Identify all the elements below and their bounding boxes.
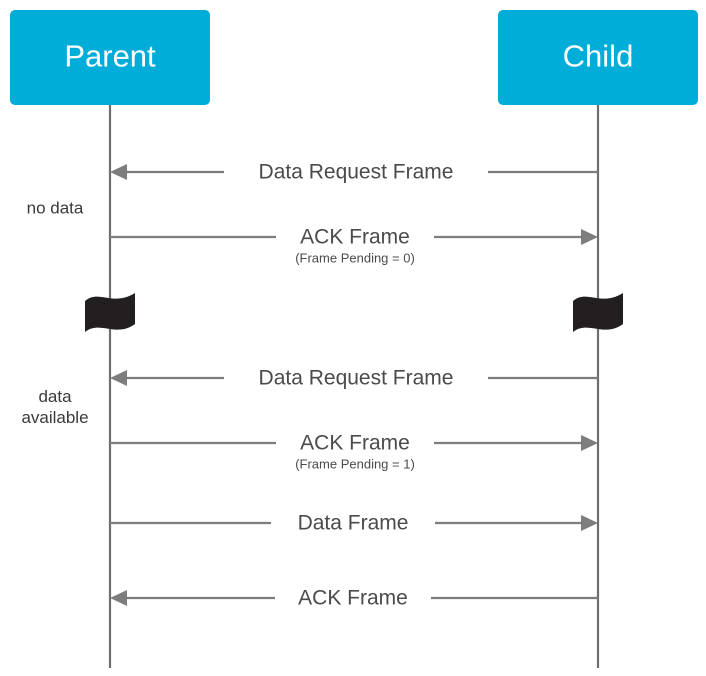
- message-label: ACK Frame: [300, 432, 410, 455]
- lifelines-group: [108, 105, 600, 668]
- actor-box-parent[interactable]: [10, 10, 210, 105]
- message-sublabel: (Frame Pending = 0): [295, 250, 415, 265]
- message-label: Data Request Frame: [259, 161, 454, 184]
- break-flag-icon: [573, 293, 623, 332]
- arrow-head-right-icon: [581, 229, 598, 245]
- message-label: ACK Frame: [298, 587, 408, 610]
- message-msg-6[interactable]: ACK Frame: [110, 587, 598, 610]
- arrow-head-left-icon: [110, 370, 127, 386]
- actor-child[interactable]: Child: [498, 10, 698, 105]
- arrow-head-left-icon: [110, 590, 127, 606]
- actor-label-parent: Parent: [64, 39, 156, 74]
- arrow-head-right-icon: [581, 515, 598, 531]
- arrow-head-left-icon: [110, 164, 127, 180]
- message-msg-1[interactable]: Data Request Frame: [110, 161, 598, 184]
- message-label: Data Request Frame: [259, 367, 454, 390]
- actor-box-child[interactable]: [498, 10, 698, 105]
- break-flag-icon: [85, 293, 135, 332]
- side-note-line: available: [21, 408, 88, 427]
- actor-label-child: Child: [563, 39, 634, 74]
- side-note-line: data: [38, 387, 72, 406]
- message-label: Data Frame: [298, 512, 409, 535]
- message-msg-4[interactable]: ACK Frame(Frame Pending = 1): [110, 432, 598, 472]
- side-notes-group: no data data available: [21, 198, 88, 427]
- message-msg-5[interactable]: Data Frame: [110, 512, 598, 535]
- note-data-available: data available: [21, 387, 88, 427]
- side-note-line: no data: [27, 198, 84, 217]
- message-msg-2[interactable]: ACK Frame(Frame Pending = 0): [110, 226, 598, 266]
- break-symbols-group: [85, 293, 623, 332]
- note-no-data: no data: [27, 198, 84, 217]
- actor-parent[interactable]: Parent: [10, 10, 210, 105]
- message-label: ACK Frame: [300, 226, 410, 249]
- message-sublabel: (Frame Pending = 1): [295, 456, 415, 471]
- message-msg-3[interactable]: Data Request Frame: [110, 367, 598, 390]
- arrow-head-right-icon: [581, 435, 598, 451]
